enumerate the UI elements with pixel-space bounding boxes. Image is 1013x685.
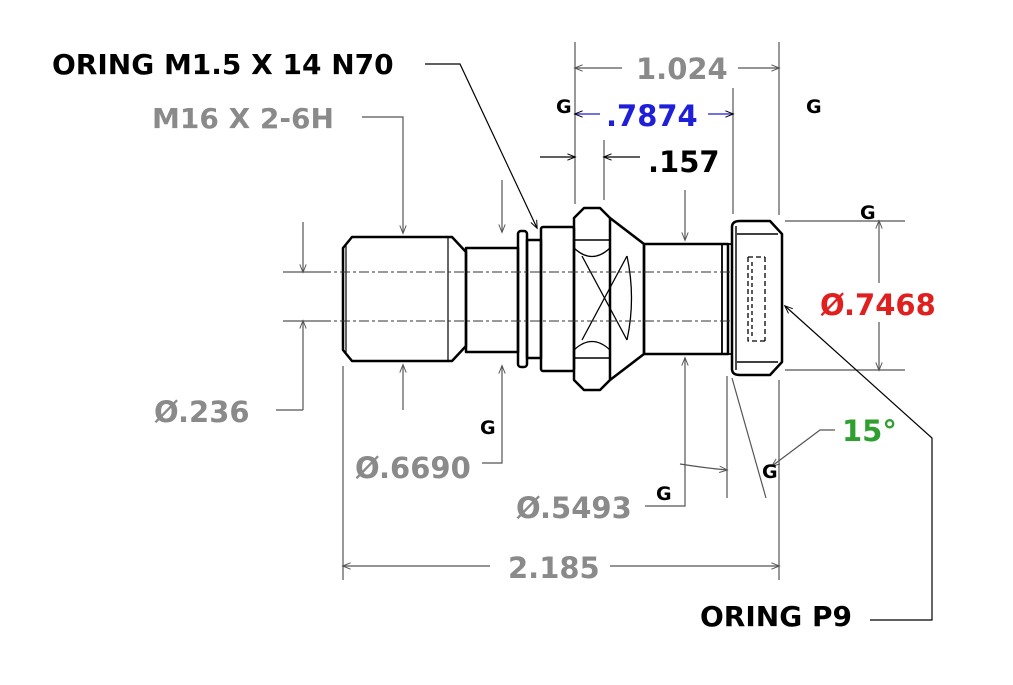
oring-top-note: ORING M1.5 X 14 N70 (52, 48, 394, 81)
angle-15: 15° (842, 414, 897, 448)
datum-g-2: G (806, 96, 822, 118)
oring-groove (516, 229, 529, 369)
dim-6690: Ø.6690 (355, 451, 471, 485)
datum-g-3: G (860, 202, 876, 224)
datum-g-4: G (480, 417, 496, 439)
note-leaders (425, 63, 933, 621)
neck (464, 246, 520, 354)
shank (642, 242, 730, 356)
dim-5493: Ø.5493 (516, 491, 632, 525)
dim-2185: 2.185 (508, 551, 600, 585)
part-outline (341, 206, 784, 392)
dim-7874: .7874 (606, 99, 698, 133)
dim-157: .157 (648, 145, 720, 179)
thread-note: M16 X 2-6H (152, 102, 334, 135)
thread-body (341, 235, 468, 363)
datum-g-5: G (656, 483, 672, 505)
centerlines (283, 271, 730, 322)
dimension-lines (276, 42, 905, 580)
datum-g-1: G (556, 96, 572, 118)
dim-1024: 1.024 (636, 52, 728, 86)
head (730, 219, 784, 377)
collar (539, 225, 576, 373)
datum-g-6: G (762, 461, 778, 483)
oring-bottom-note: ORING P9 (700, 600, 852, 633)
dim-236: Ø.236 (154, 395, 250, 429)
dim-7468: Ø.7468 (820, 288, 936, 322)
